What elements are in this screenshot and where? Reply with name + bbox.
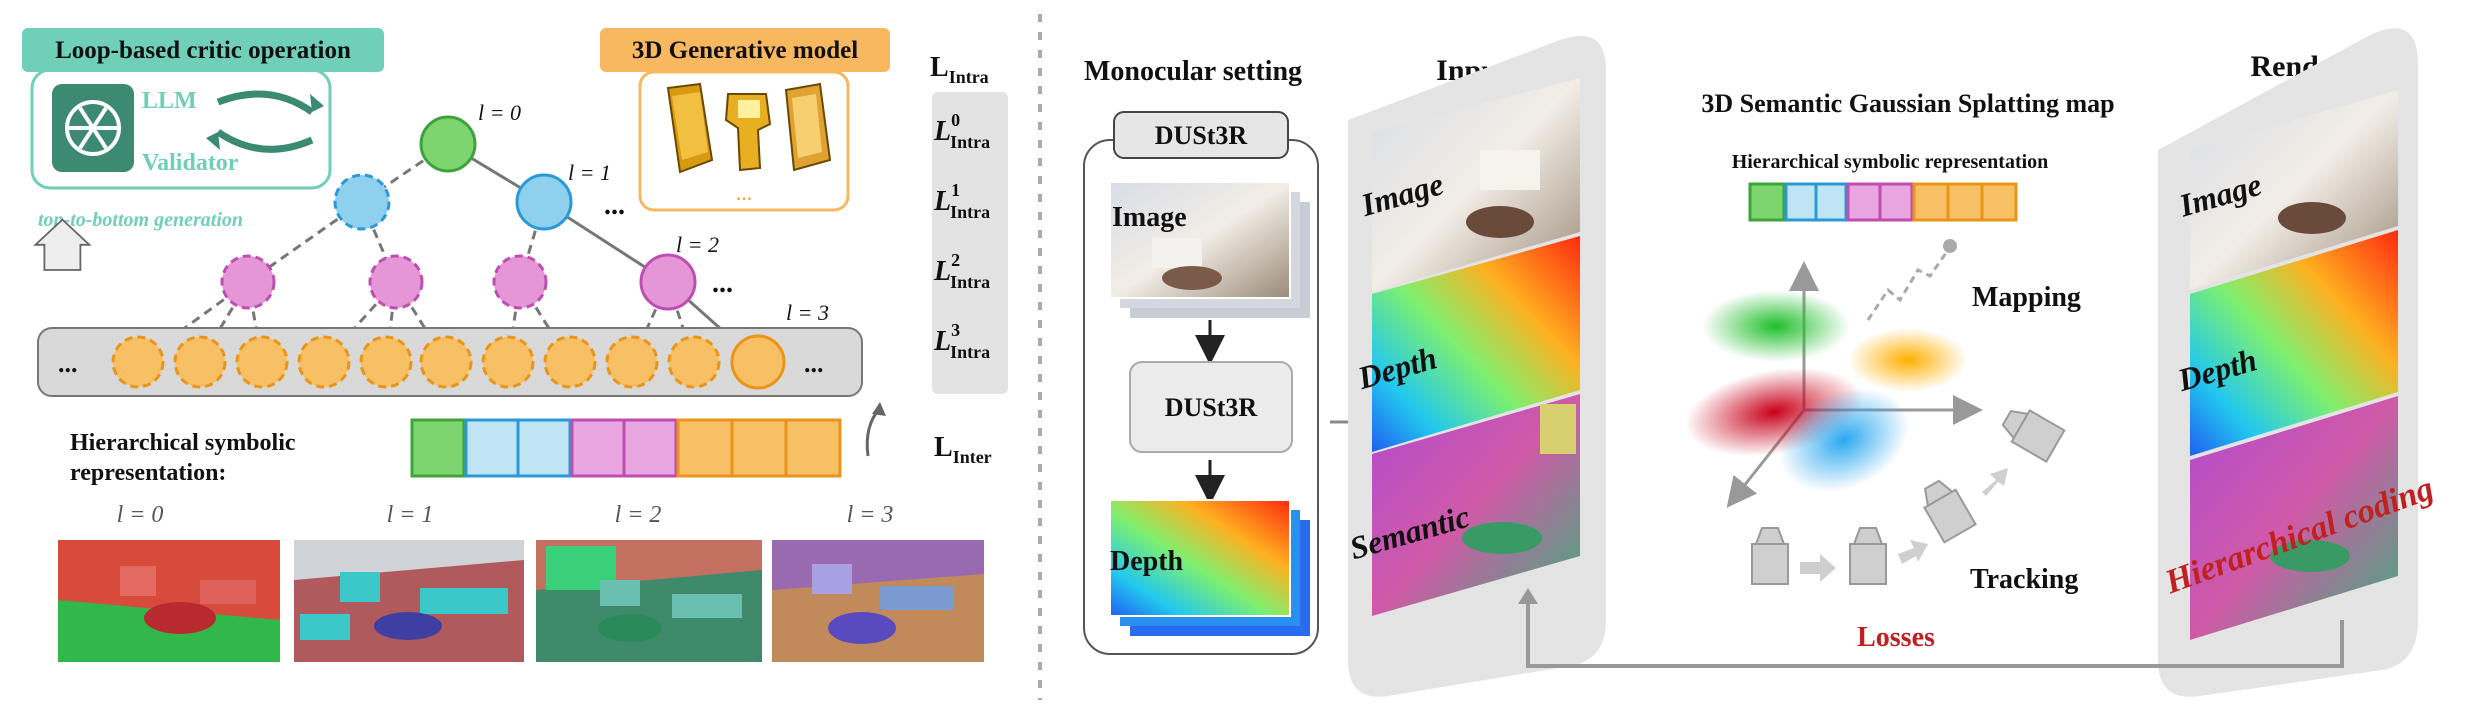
- symbolic-code-bar: [410, 418, 842, 478]
- generated-object-3-icon: [784, 82, 832, 172]
- map-title: 3D Semantic Gaussian Splatting map: [1701, 89, 2114, 118]
- render-image-panel: [2190, 90, 2398, 290]
- loss-intra: LIntra: [930, 52, 989, 87]
- llm-knot-icon: [65, 100, 121, 156]
- critic-tag-label: Loop-based critic operation: [55, 37, 351, 64]
- tree-node-l3-selected: [730, 334, 786, 390]
- tree-ellipsis-l2: ...: [712, 268, 733, 299]
- dust3r-tag-label: DUSt3R: [1155, 121, 1248, 150]
- tree-node-l3: [111, 335, 165, 389]
- depth-label: Depth: [1110, 546, 1184, 577]
- map-code-bar: [1748, 182, 2018, 222]
- render-semantic-panel: [2190, 396, 2398, 640]
- tree-node-l3: [359, 335, 413, 389]
- thumbnail-l1: [294, 540, 524, 662]
- thumbnail-l3: [772, 540, 984, 662]
- tree-node-l3: [235, 335, 289, 389]
- validator-label: Validator: [142, 150, 239, 176]
- input-image-panel: [1372, 78, 1580, 292]
- level-label-2: l = 2: [676, 232, 719, 257]
- thumb-label-1: l = 1: [387, 502, 434, 528]
- image-label: Image: [1112, 202, 1187, 233]
- monocular-title: Monocular setting: [1084, 56, 1302, 87]
- symbolic-caption-line2: representation:: [70, 460, 226, 486]
- up-arrow-icon: [33, 218, 92, 271]
- losses-path: [1526, 598, 2344, 668]
- gaussian-blue: [1779, 387, 1909, 493]
- losses-arrow-icon: [1518, 588, 1538, 604]
- level-label-1: l = 1: [568, 160, 611, 185]
- loop-arrows-icon: [206, 90, 324, 153]
- tree-node-l1: [515, 173, 573, 231]
- thumb-label-3: l = 3: [847, 502, 894, 528]
- camera-arrows: [1800, 468, 2008, 582]
- thumb-label-0: l = 0: [117, 502, 164, 528]
- mapping-label: Mapping: [1972, 282, 2081, 313]
- leaf-ellipsis-right: ...: [804, 349, 824, 378]
- render-depth-panel: [2190, 230, 2398, 456]
- inter-arrow-icon: [865, 407, 882, 457]
- camera-icon: [1751, 527, 1789, 585]
- thumb-label-2: l = 2: [615, 502, 662, 528]
- tree-node-l3: [173, 335, 227, 389]
- input-depth-panel: [1372, 236, 1580, 452]
- gen-model-tag-label: 3D Generative model: [632, 37, 858, 64]
- trajectory-line: [1866, 249, 1950, 321]
- tree-node-l3: [605, 335, 659, 389]
- generated-object-2-icon: [724, 93, 772, 172]
- dust3r-box-label: DUSt3R: [1165, 393, 1258, 422]
- loss-inter: LInter: [934, 432, 992, 467]
- inter-arrow-head-icon: [872, 402, 886, 416]
- thumbnail-l2: [536, 540, 762, 662]
- tree-ellipsis-l1: ...: [604, 190, 625, 221]
- gen-model-ellipsis: ...: [736, 180, 753, 205]
- input-semantic-panel: [1372, 394, 1580, 616]
- intra-loss-column: [932, 92, 1008, 394]
- losses-label: Losses: [1857, 622, 1935, 653]
- tree-node-l1: [333, 173, 391, 231]
- gen-model-box: [638, 70, 850, 212]
- level-label-3: l = 3: [786, 300, 829, 325]
- llm-label: LLM: [142, 88, 197, 114]
- camera-icon: [2001, 409, 2066, 463]
- leaf-ellipsis-left: ...: [58, 349, 78, 378]
- gaussian-green: [1702, 290, 1850, 362]
- symbolic-caption-line1: Hierarchical symbolic: [70, 430, 296, 456]
- tree-node-l3: [481, 335, 535, 389]
- tree-node-l3: [419, 335, 473, 389]
- gen-model-tag: [600, 28, 890, 72]
- critic-box: [30, 68, 332, 190]
- tracking-label: Tracking: [1970, 564, 2078, 595]
- tree-node-l3: [297, 335, 351, 389]
- dust3r-tag: [1113, 111, 1289, 159]
- camera-icon: [1849, 527, 1887, 585]
- camera-icon: [1923, 479, 1977, 544]
- critic-tag: [22, 28, 384, 72]
- trajectory-point: [1943, 239, 1957, 253]
- tree-node-l2: [639, 253, 697, 311]
- dust3r-box: [1129, 361, 1293, 453]
- tree-node-l2: [368, 254, 424, 310]
- tree-node-l2: [220, 254, 276, 310]
- level-label-0: l = 0: [478, 100, 521, 125]
- image-stack: [1109, 181, 1310, 318]
- generation-note: top-to-bottom generation: [38, 209, 243, 231]
- gaussian-orange: [1848, 328, 1968, 392]
- camera-icons: [1751, 409, 2066, 585]
- tree-node-l3: [543, 335, 597, 389]
- tree-node-l3: [667, 335, 721, 389]
- thumbnail-l0: [58, 540, 280, 662]
- tree-leaves: [111, 335, 721, 389]
- generated-object-1-icon: [666, 82, 714, 174]
- tree-node-l0: [419, 115, 477, 173]
- depth-stack: [1109, 499, 1310, 636]
- map-subtitle: Hierarchical symbolic representation: [1732, 151, 2049, 173]
- tree-node-l2: [492, 254, 548, 310]
